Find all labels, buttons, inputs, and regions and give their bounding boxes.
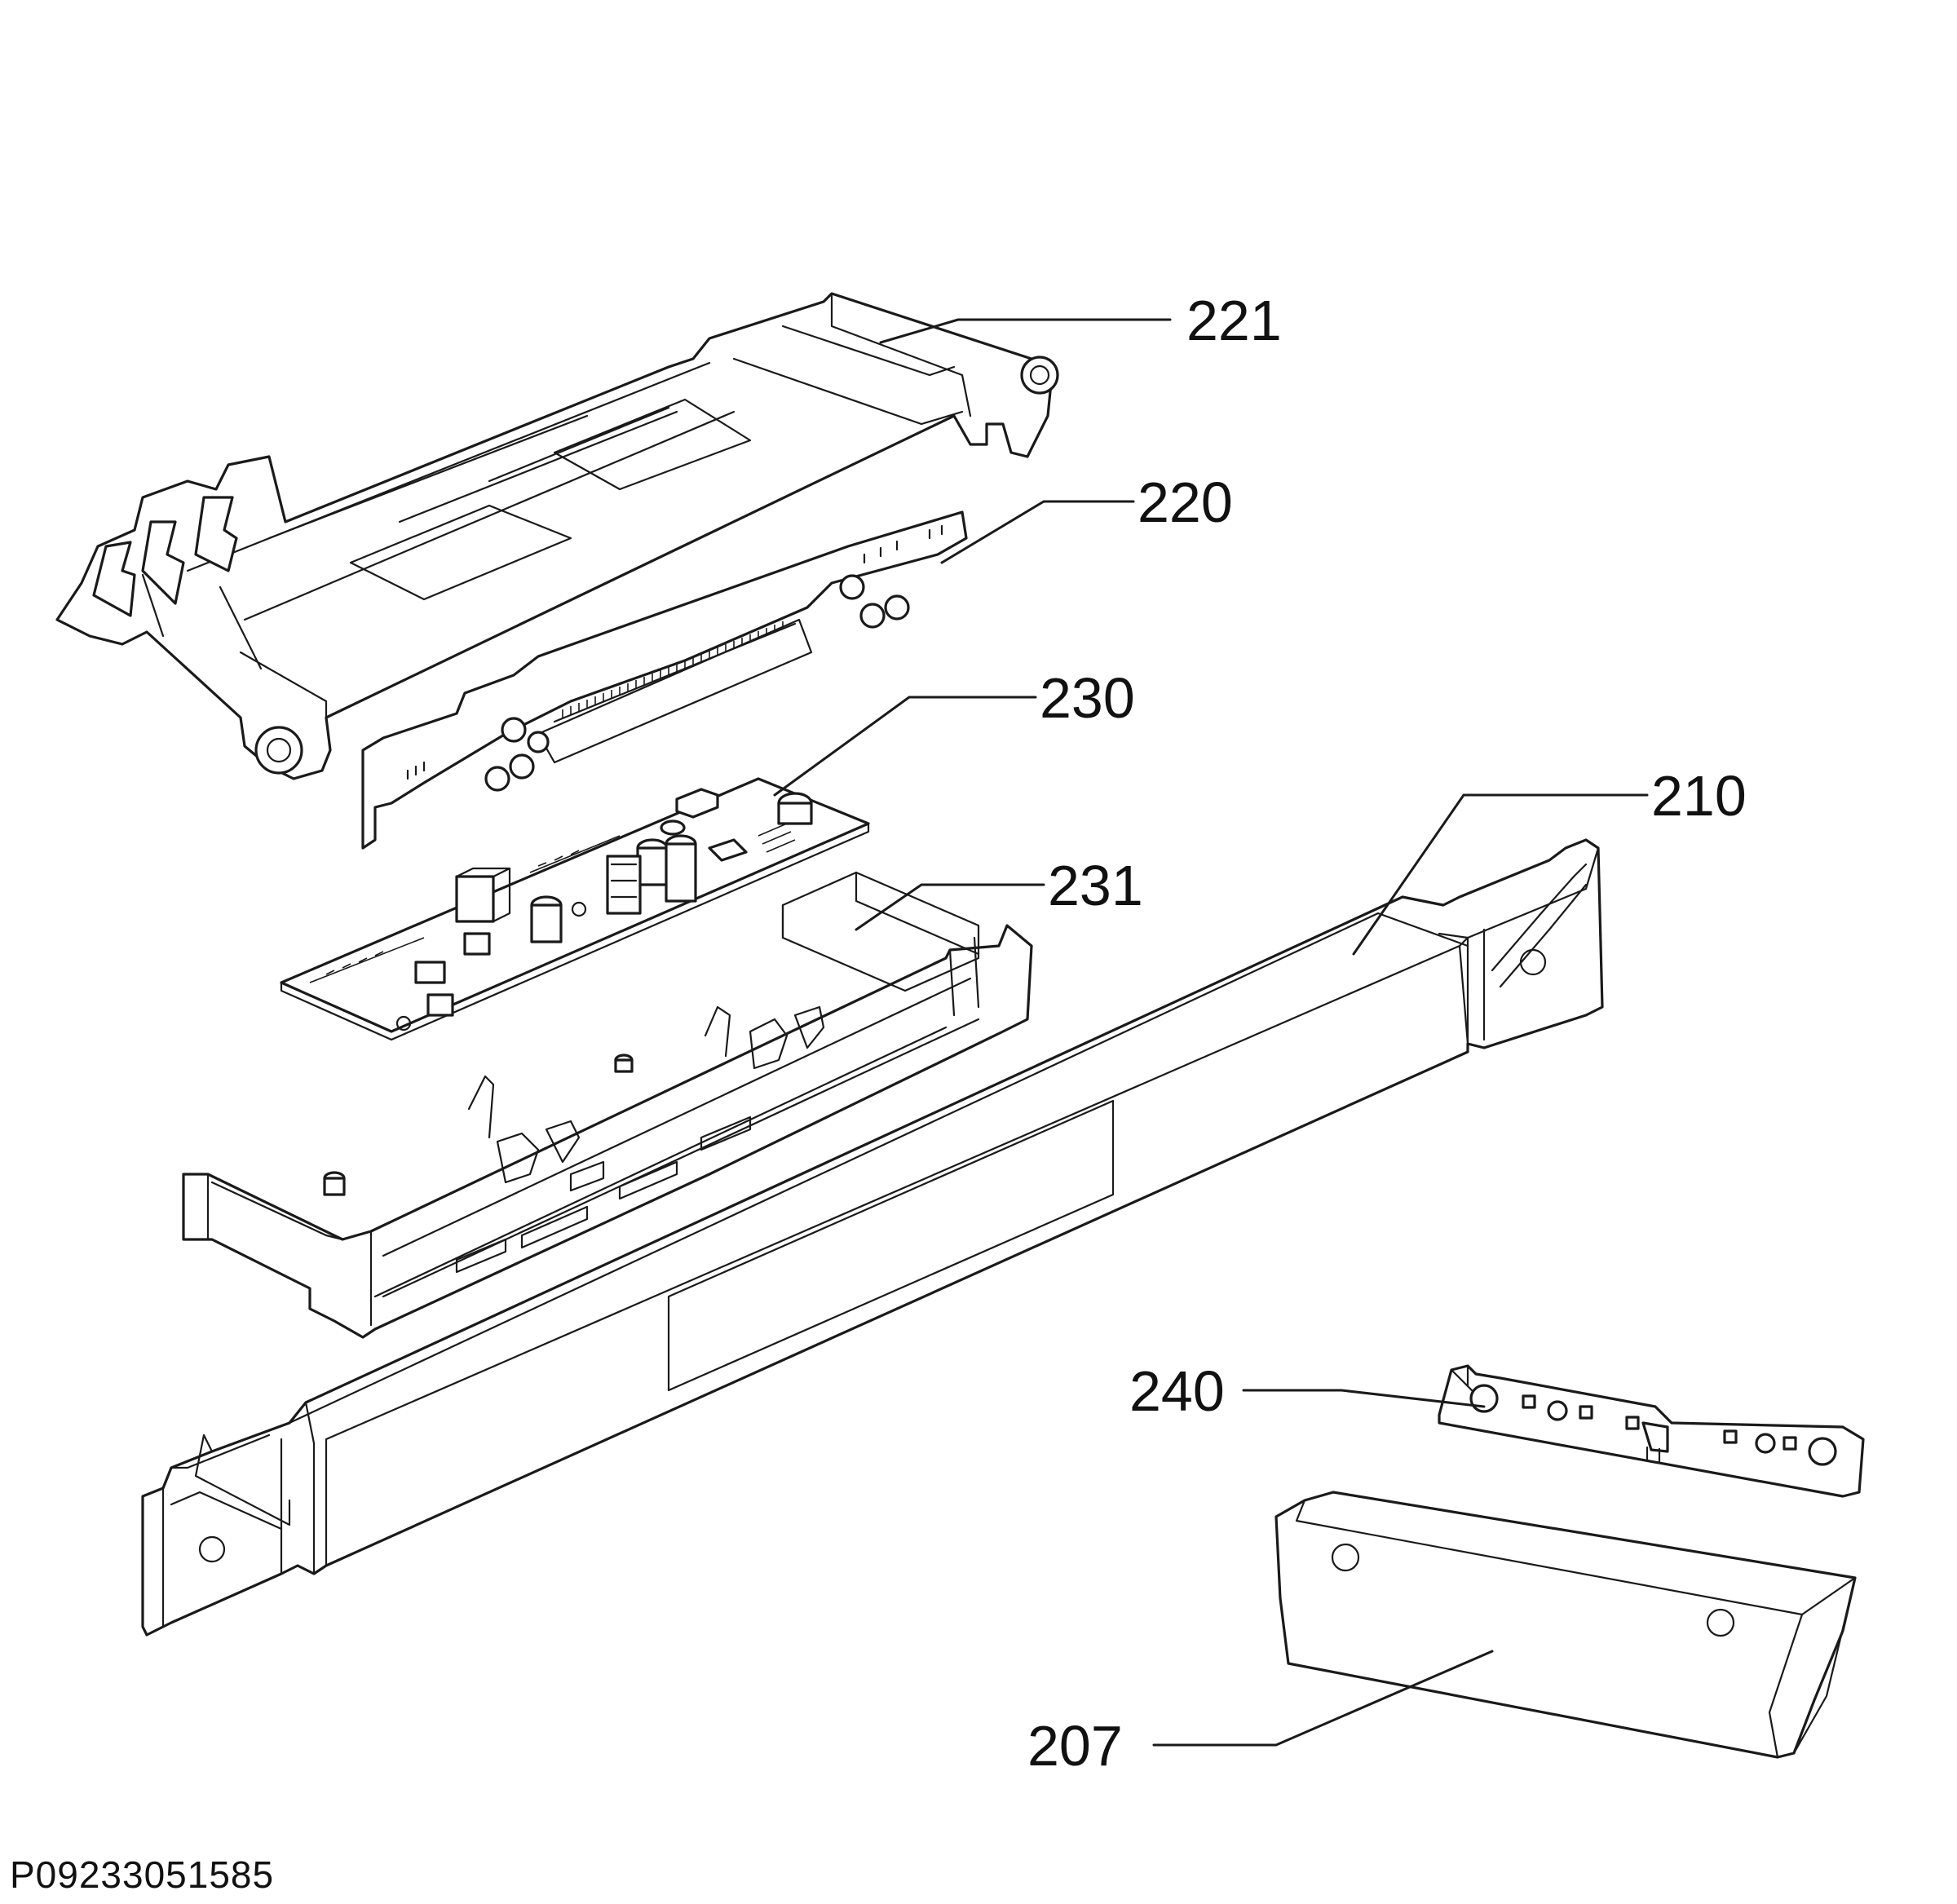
leader-230 [773, 696, 1037, 797]
leader-207 [1152, 1650, 1494, 1747]
leader-231 [855, 883, 1045, 931]
switch-buttons [484, 574, 910, 792]
leader-220 [940, 500, 1135, 564]
part-231-housing-tray [182, 871, 1033, 1339]
callout-210: 210 [1651, 764, 1747, 828]
leader-lines [773, 318, 1649, 1747]
callout-207: 207 [1027, 1714, 1123, 1778]
leader-240 [1242, 1389, 1486, 1408]
part-230-main-pcb [280, 777, 870, 1041]
callout-230: 230 [1040, 666, 1135, 730]
callout-240: 240 [1129, 1359, 1225, 1423]
drawing-code: P09233051585 [10, 1853, 274, 1896]
part-207-handle-trim [1274, 1491, 1857, 1759]
part-221-cover [55, 292, 1059, 780]
leader-221 [879, 318, 1172, 344]
callout-221: 221 [1186, 289, 1282, 352]
callout-231: 231 [1048, 854, 1143, 917]
display-pins [562, 621, 784, 718]
callout-220: 220 [1138, 470, 1233, 534]
part-210-front-panel [141, 838, 1604, 1637]
leader-210 [1352, 793, 1649, 956]
part-240-led-board [1438, 1364, 1865, 1498]
part-220-display-board [361, 510, 968, 850]
